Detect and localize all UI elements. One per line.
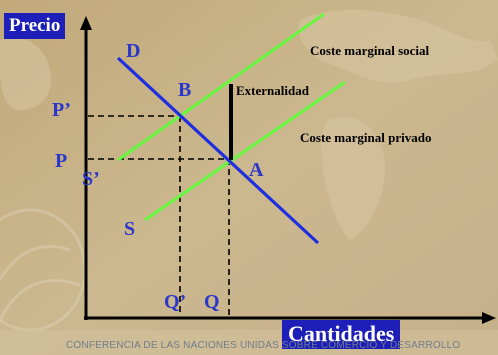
demand-label: D	[126, 40, 141, 62]
price-tick-p-prime: P’	[52, 99, 71, 121]
point-a-label: A	[249, 159, 264, 181]
private-supply-label: S	[124, 218, 136, 240]
y-axis-arrow	[80, 16, 92, 30]
demand-curve	[116, 56, 320, 245]
y-axis-label: Precio	[4, 13, 66, 39]
point-b-label: B	[178, 79, 192, 101]
x-axis-label: Cantidades	[282, 320, 401, 349]
price-tick-p: P	[55, 150, 68, 172]
quantity-tick-q-prime: Q’	[164, 291, 187, 313]
externality-label: Externalidad	[236, 83, 309, 98]
social-cost-label: Coste marginal social	[310, 43, 430, 58]
x-axis-arrow	[482, 312, 496, 324]
social-supply-label: S’	[82, 168, 100, 190]
private-supply-curve	[144, 80, 346, 222]
footer-text: CONFERENCIA DE LAS NACIONES UNIDAS SOBRE…	[66, 340, 461, 351]
watermark-map	[0, 9, 498, 240]
quantity-tick-q: Q	[204, 291, 220, 313]
social-supply-curve	[117, 12, 325, 162]
private-cost-label: Coste marginal privado	[300, 130, 432, 145]
